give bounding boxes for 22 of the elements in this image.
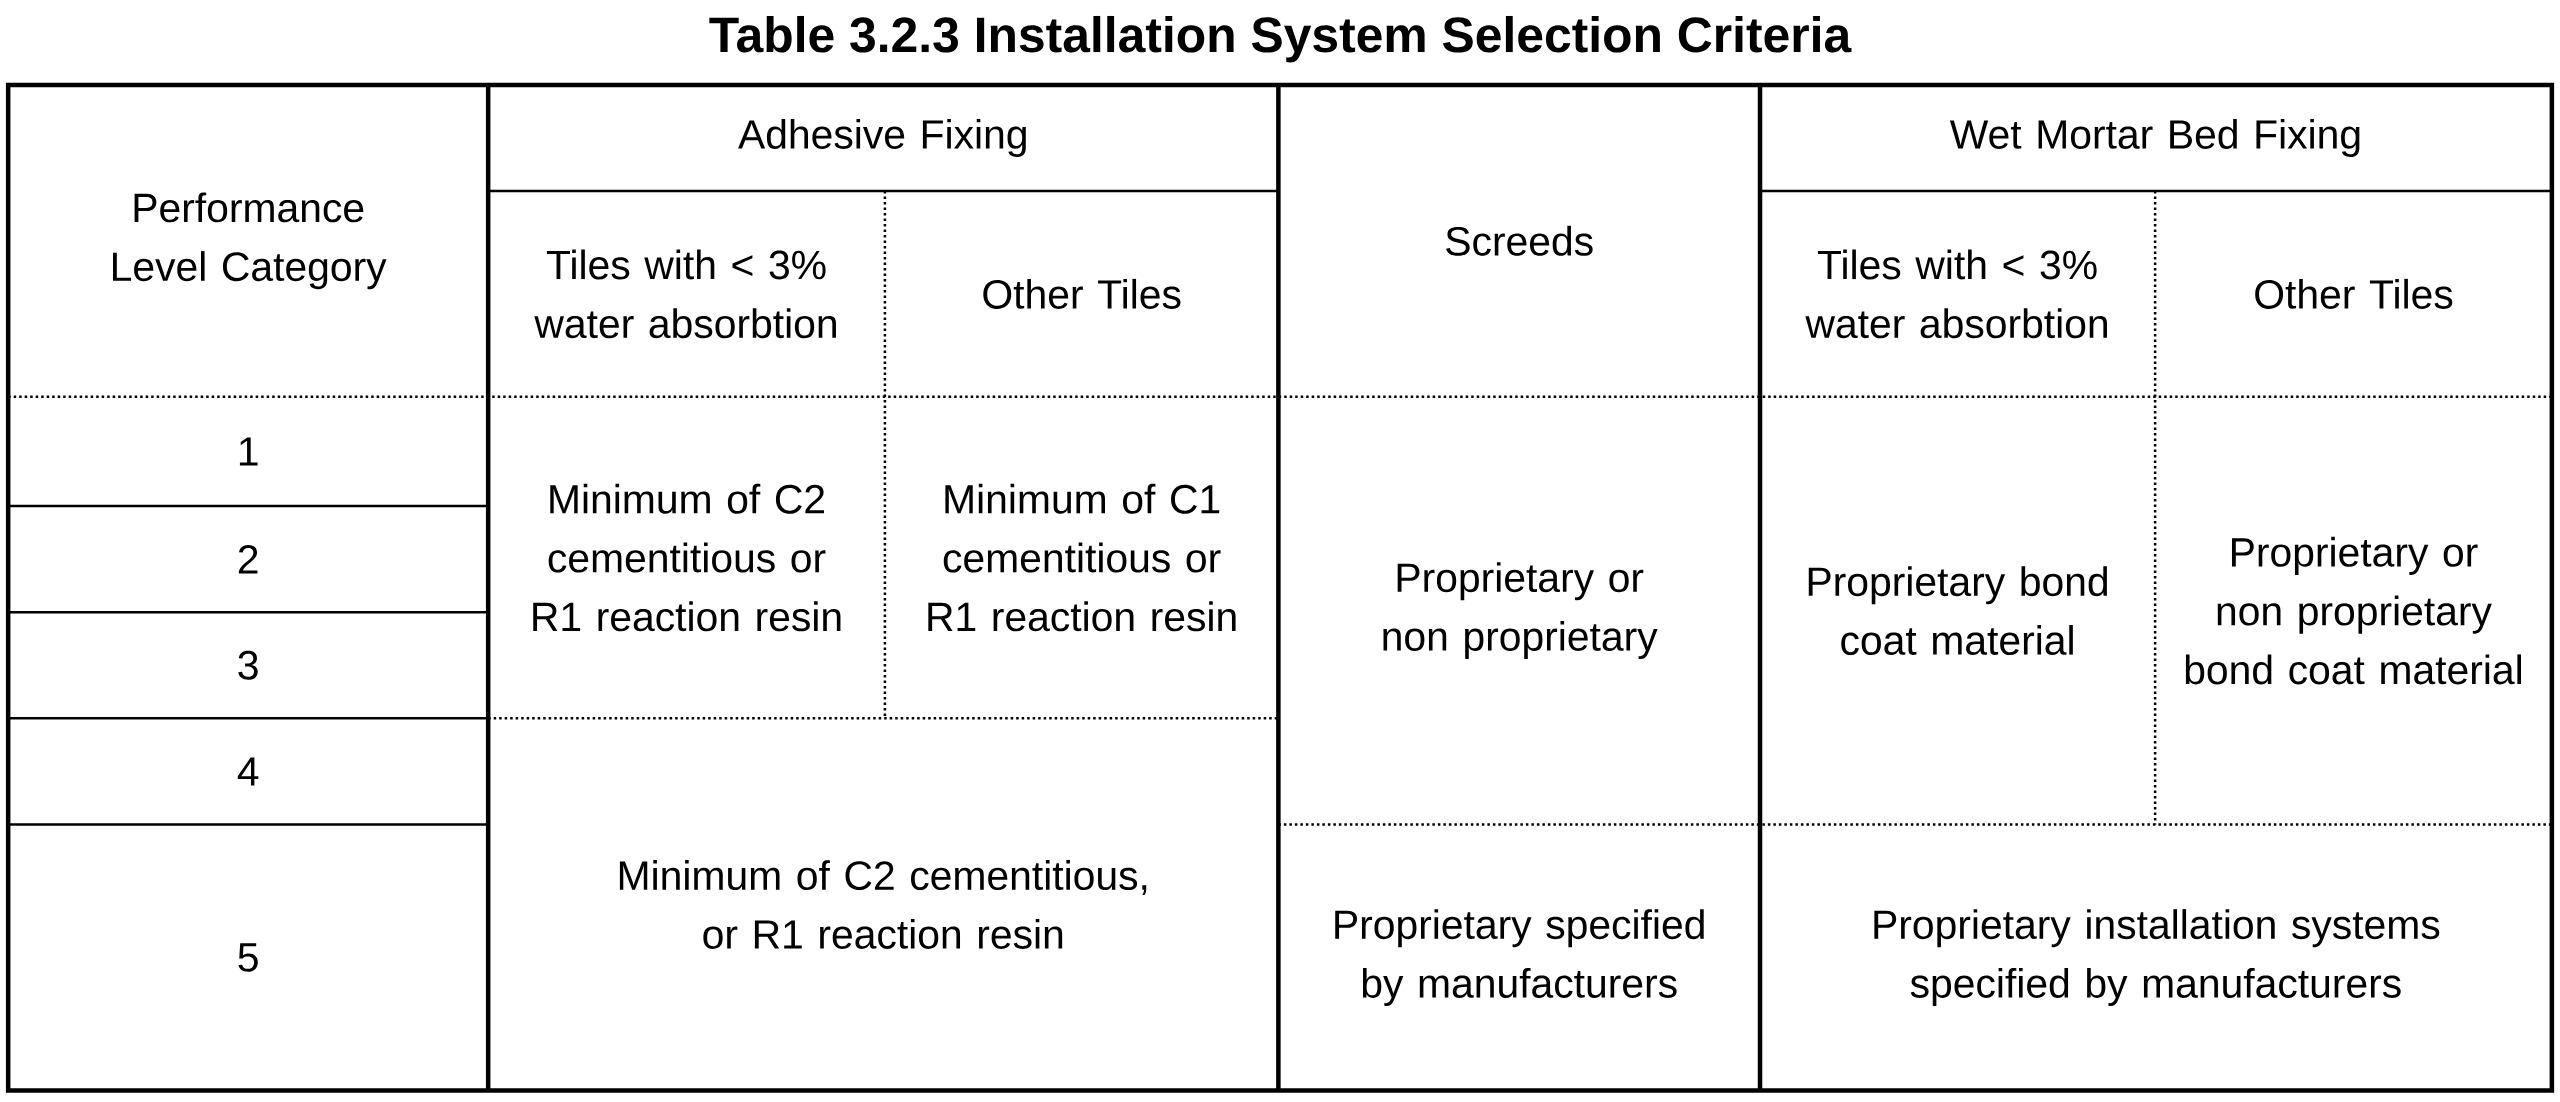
cell-text: 1	[239, 437, 258, 466]
cell-text: Proprietary installation systems specified by manufacturers	[1874, 909, 2440, 1006]
cell-text: Performance Level Category	[113, 192, 387, 290]
cell-text: Screeds	[1446, 225, 1593, 256]
cell-text: Other Tiles	[983, 278, 1181, 309]
cell-text: Tiles with < 3% water absorbtion	[1805, 249, 2107, 339]
cell-text: Proprietary or non proprietary	[1383, 562, 1658, 659]
cell-text: Wet Mortar Bed Fixing	[1949, 118, 2360, 157]
cell-text: 3	[238, 650, 258, 680]
cell-text: Other Tiles	[2255, 278, 2453, 309]
table-title: Table 3.2.3 Installation System Selection Criteria	[709, 15, 1852, 63]
cell-text: Proprietary specified by manufacturers	[1335, 909, 1704, 1006]
cell-text: 2	[238, 544, 258, 574]
cell-text: Proprietary bond coat material	[1808, 566, 2107, 655]
cell-text: 4	[237, 757, 259, 786]
cell-text: Minimum of C2 cementitious, or R1 reaction resin	[619, 860, 1147, 949]
cell-text: 5	[238, 943, 258, 972]
cell-text: Adhesive Fixing	[738, 118, 1026, 157]
cell-text: Minimum of C1 cementitious or R1 reaction resin	[928, 483, 1236, 632]
cell-text: Tiles with < 3% water absorbtion	[534, 249, 836, 339]
cell-text: Proprietary or non proprietary bond coat material	[2185, 536, 2521, 685]
cell-text: Minimum of C2 cementitious or R1 reaction resin	[533, 483, 841, 632]
